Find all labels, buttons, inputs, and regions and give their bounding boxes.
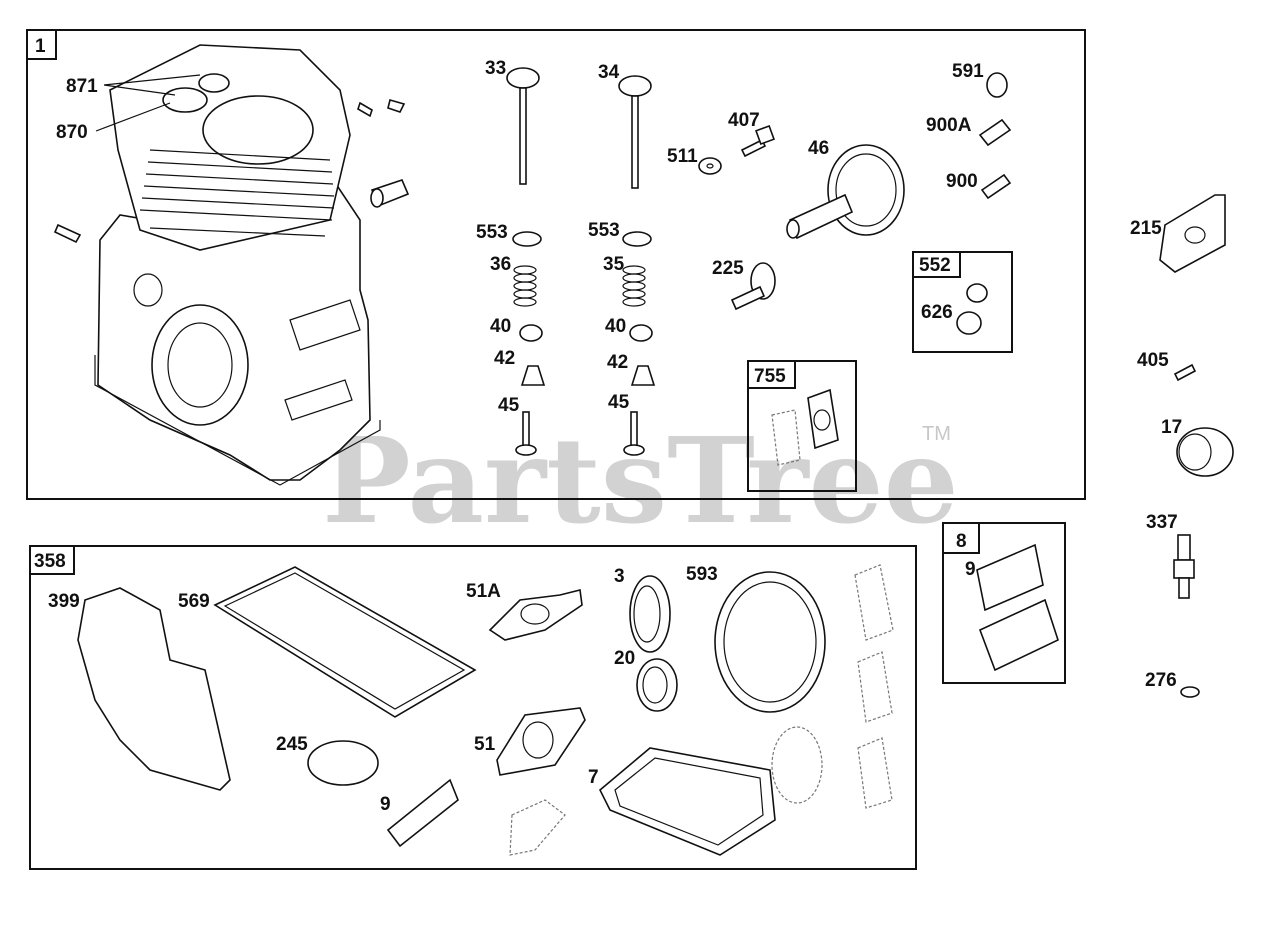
bracket-215[interactable] [1159,194,1226,273]
callout-42-right: 42 [607,352,628,373]
callout-900A: 900A [926,115,972,136]
group-8-frame: 8 [942,522,1066,684]
valve-spring-36[interactable] [513,265,537,307]
callout-626: 626 [921,302,953,323]
callout-553-right: 553 [588,220,620,241]
governor-225[interactable] [730,262,776,311]
leader-870 [95,102,171,132]
valve-seal-40-left[interactable] [519,324,543,342]
callout-407: 407 [728,110,760,131]
callout-276: 276 [1145,670,1177,691]
gasket-569[interactable] [213,566,477,718]
callout-3: 3 [614,566,625,587]
callout-51: 51 [474,734,496,755]
callout-553-left: 553 [476,222,508,243]
oil-seal-20[interactable] [636,658,678,712]
gasket-9-top[interactable] [976,543,1044,612]
valve-retainer-553-right[interactable] [622,231,652,247]
callout-7: 7 [588,767,599,788]
bushing-626[interactable] [956,311,982,335]
callout-9-bottom: 9 [380,794,391,815]
callout-337: 337 [1146,512,1178,533]
group-1-label: 1 [35,36,46,57]
group-755-frame: 755 [747,360,857,492]
watermark-brand: PartsTree [322,411,959,550]
callout-225: 225 [712,258,744,279]
callout-40-left: 40 [490,316,511,337]
callout-45-right: 45 [608,392,630,413]
callout-569: 569 [178,591,210,612]
gasket-51[interactable] [496,707,586,776]
part-900[interactable] [980,173,1012,200]
tappet-45-left[interactable] [515,411,537,456]
callout-36: 36 [490,254,511,275]
callout-51A: 51A [466,581,501,602]
dashed-gaskets [509,564,894,856]
callout-42-left: 42 [494,348,515,369]
oil-seal-755[interactable] [771,388,839,466]
valve-keeper-42-right[interactable] [630,365,656,386]
callout-871: 871 [66,76,98,97]
group-358-frame: 358 [29,545,917,870]
callout-591: 591 [952,61,984,82]
gasket-51A[interactable] [488,589,583,641]
callout-35: 35 [603,254,625,275]
callout-870: 870 [56,122,88,143]
gasket-7[interactable] [599,747,776,856]
valve-keeper-42-left[interactable] [520,365,546,386]
o-ring-245[interactable] [307,740,379,786]
gasket-9-bottom[interactable] [386,778,459,848]
callout-34: 34 [598,62,620,83]
callout-33: 33 [485,58,506,79]
bearing-17[interactable] [1176,427,1234,477]
watermark-trademark: TM [922,423,951,445]
washer-276[interactable] [1180,686,1200,698]
group-358-label: 358 [34,551,66,572]
tappet-45-right[interactable] [623,411,645,456]
valve-seal-40-right[interactable] [629,324,653,342]
valve-retainer-553-left[interactable] [512,231,542,247]
callout-20: 20 [614,648,635,669]
callout-9-top: 9 [965,559,976,580]
callout-900: 900 [946,171,978,192]
callout-45-left: 45 [498,395,520,416]
bushing-591[interactable] [986,72,1008,98]
group-8-label: 8 [956,531,967,552]
gasket-593[interactable] [714,571,826,713]
camshaft-46[interactable] [786,144,905,240]
leader-871 [103,74,201,96]
bushing-552-small[interactable] [966,283,988,303]
callout-46: 46 [808,138,829,159]
screw-405[interactable] [1173,363,1197,382]
intake-valve-33[interactable] [506,67,540,185]
callout-593: 593 [686,564,718,585]
spark-plug-337[interactable] [1173,534,1195,599]
screw-407[interactable] [740,125,775,158]
callout-245: 245 [276,734,308,755]
group-552-frame: 552 [912,251,1013,353]
group-552-label: 552 [919,255,951,276]
callout-399: 399 [48,591,80,612]
breather-cover[interactable] [978,598,1059,672]
part-900A[interactable] [978,118,1012,147]
callout-40-right: 40 [605,316,626,337]
gasket-399[interactable] [77,587,231,791]
exhaust-valve-34[interactable] [618,75,652,189]
callout-215: 215 [1130,218,1162,239]
callout-17: 17 [1161,417,1182,438]
callout-511: 511 [667,146,698,167]
group-1-frame: 1 [26,29,1086,500]
callout-405: 405 [1137,350,1169,371]
group-755-label: 755 [754,366,786,387]
engine-block[interactable] [94,44,381,486]
dowel-pins[interactable] [53,99,410,244]
washer-511[interactable] [698,157,722,175]
oil-seal-3[interactable] [629,575,671,653]
valve-spring-35[interactable] [622,265,646,307]
